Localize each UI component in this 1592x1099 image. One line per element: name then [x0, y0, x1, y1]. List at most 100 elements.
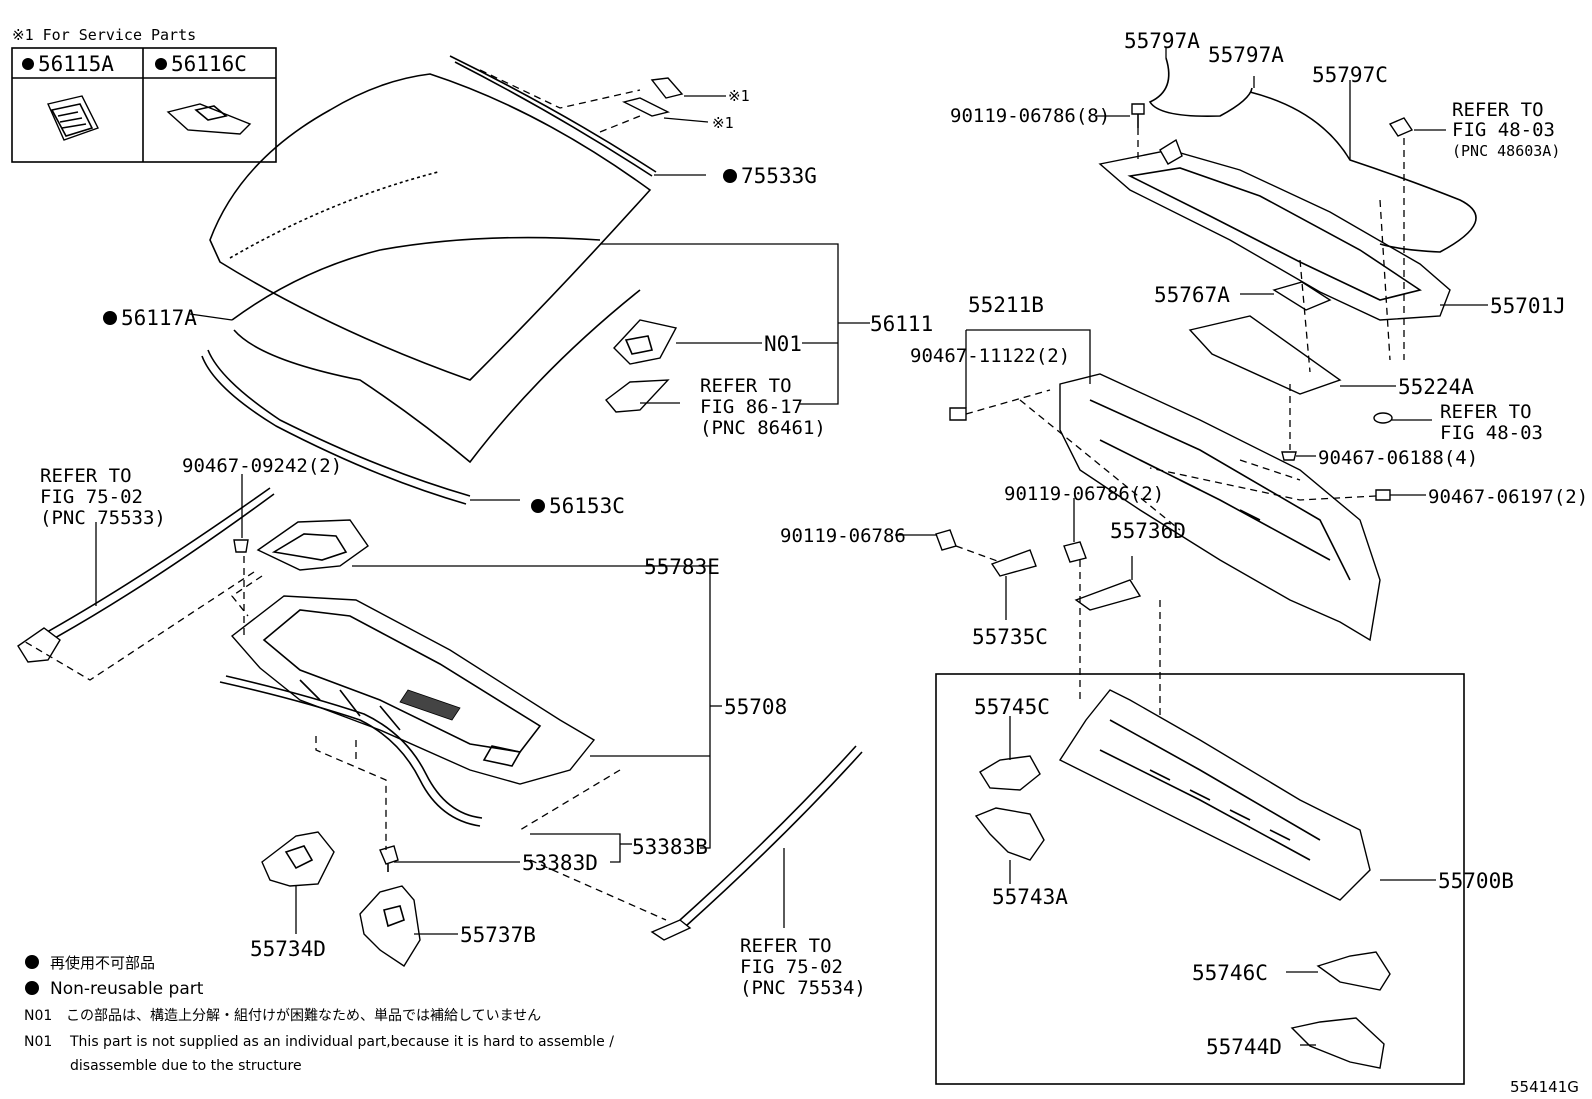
label-75533G[interactable]: 75533G [741, 164, 817, 188]
label-90467-11122[interactable]: 90467-11122(2) [910, 345, 1070, 367]
label-55744D[interactable]: 55744D [1206, 1035, 1282, 1059]
label-55745C[interactable]: 55745C [974, 695, 1050, 719]
refer-fig-75-02-75533[interactable]: REFER TO FIG 75-02 (PNC 75533) [40, 465, 166, 529]
service-part-1[interactable]: 56115A [38, 52, 114, 76]
clip-90467-06188-icon[interactable] [1281, 451, 1297, 461]
cowl-side-55783E[interactable] [256, 519, 369, 571]
bolt-90119-06786-2-icon[interactable] [1063, 541, 1087, 563]
label-55211B[interactable]: 55211B [968, 293, 1044, 317]
bracket-55743A[interactable] [974, 807, 1045, 861]
legend-n01-code-en: N01 [24, 1034, 52, 1050]
svg-text:FIG 75-02: FIG 75-02 [40, 486, 143, 508]
figure-id: 554141G [1510, 1078, 1579, 1096]
label-55735C[interactable]: 55735C [972, 625, 1048, 649]
bracket-55737B[interactable] [359, 885, 421, 967]
label-55797C[interactable]: 55797C [1312, 63, 1388, 87]
clip-90467-09242-icon[interactable] [233, 539, 249, 553]
label-53383B[interactable]: 53383B [632, 835, 708, 859]
bolt-90119-06786-icon[interactable] [1131, 103, 1145, 128]
cowl-panel-55701J[interactable] [1098, 138, 1451, 321]
label-90119-06786-2[interactable]: 90119-06786(2) [1004, 483, 1164, 505]
label-53383D[interactable]: 53383D [522, 851, 598, 875]
legend-en-symbol: Non-reusable part [50, 979, 204, 999]
panel-55224A[interactable] [1188, 315, 1342, 395]
molding-56153C[interactable] [201, 349, 471, 505]
part-labels: 75533G 56117A 56111 N01 56153C 90467-092… [103, 29, 1588, 1059]
bracket-55735C[interactable] [990, 549, 1037, 577]
label-55708[interactable]: 55708 [724, 695, 787, 719]
svg-text:FIG 48-03: FIG 48-03 [1452, 119, 1555, 141]
asterisk-mark-1: ※1 [728, 87, 750, 105]
svg-text:REFER TO: REFER TO [700, 375, 792, 397]
label-55743A[interactable]: 55743A [992, 885, 1068, 909]
dash-panel-55211B[interactable] [1059, 373, 1381, 642]
weatherstrip-56117A[interactable] [231, 236, 641, 464]
service-note: ※1 For Service Parts [12, 26, 196, 44]
leader-lines-right [895, 48, 1488, 620]
bracket-55746C[interactable] [1316, 951, 1391, 991]
label-55783E[interactable]: 55783E [644, 555, 720, 579]
label-55737B[interactable]: 55737B [460, 923, 536, 947]
leader-lines-windshield [189, 95, 870, 501]
clip-90467-06197-icon[interactable] [1375, 489, 1391, 501]
label-56111[interactable]: 56111 [870, 312, 933, 336]
label-90467-09242[interactable]: 90467-09242(2) [182, 455, 342, 477]
label-55701J[interactable]: 55701J [1490, 294, 1566, 318]
molding-75533G[interactable] [449, 55, 657, 177]
bracket-55745C[interactable] [979, 755, 1041, 791]
legend-n01-en-1: This part is not supplied as an individu… [69, 1034, 614, 1050]
label-90119-06786[interactable]: 90119-06786 [780, 525, 906, 547]
seal-53383B[interactable] [219, 675, 483, 827]
refer-fig-48-03[interactable]: REFER TO FIG 48-03 [1440, 401, 1543, 444]
refer-fig-75-02-75534[interactable]: REFER TO FIG 75-02 (PNC 75534) [740, 935, 866, 999]
spacer-56116C-icon [166, 103, 252, 135]
label-55700B[interactable]: 55700B [1438, 869, 1514, 893]
pad-55767A[interactable] [1272, 281, 1332, 311]
windshield-glass[interactable] [209, 73, 652, 381]
svg-text:(PNC 75533): (PNC 75533) [40, 507, 166, 529]
washer-ref-48-icon[interactable] [1373, 412, 1393, 424]
refer-fig-86-17[interactable]: REFER TO FIG 86-17 (PNC 86461) [700, 375, 826, 439]
label-55746C[interactable]: 55746C [1192, 961, 1268, 985]
label-55767A[interactable]: 55767A [1154, 283, 1230, 307]
bracket-N01[interactable] [604, 319, 678, 413]
label-56117A[interactable]: 56117A [121, 306, 197, 330]
cowl-assembly-55700B[interactable] [1058, 689, 1371, 901]
label-56153C[interactable]: 56153C [549, 494, 625, 518]
label-N01[interactable]: N01 [764, 332, 802, 356]
legend: 再使用不可部品 Non-reusable part N01 この部品は、構造上分… [24, 954, 614, 1074]
non-reusable-dot-icon [22, 58, 34, 70]
bolt-90119-06786-single-icon[interactable] [935, 529, 957, 551]
label-55736D[interactable]: 55736D [1110, 519, 1186, 543]
hose-55797[interactable] [1148, 57, 1477, 253]
svg-text:REFER TO: REFER TO [740, 935, 832, 957]
assembly-dashed-lines [479, 69, 641, 133]
clip-90467-11122-icon[interactable] [949, 407, 967, 421]
label-90119-06786-8[interactable]: 90119-06786(8) [950, 105, 1110, 127]
seal-ref-75534[interactable] [650, 745, 863, 941]
bracket-55736D[interactable] [1074, 579, 1142, 611]
refer-notes: REFER TO FIG 86-17 (PNC 86461) REFER TO … [40, 99, 1560, 999]
clip-53383D-icon[interactable] [379, 845, 399, 872]
svg-text:FIG 75-02: FIG 75-02 [740, 956, 843, 978]
clip-56115A-icon [47, 95, 99, 141]
svg-text:FIG 48-03: FIG 48-03 [1440, 422, 1543, 444]
label-90467-06197[interactable]: 90467-06197(2) [1428, 486, 1588, 508]
label-90467-06188[interactable]: 90467-06188(4) [1318, 447, 1478, 469]
legend-n01-jp: この部品は、構造上分解・組付けが困難なため、単品では補給していません [66, 1008, 541, 1024]
label-55797A-1[interactable]: 55797A [1124, 29, 1200, 53]
cowl-louver-55708[interactable] [230, 595, 596, 785]
bracket-55744D[interactable] [1290, 1017, 1385, 1069]
bracket-55734D[interactable] [261, 831, 335, 887]
label-55734D[interactable]: 55734D [250, 937, 326, 961]
seal-ref-75533[interactable] [17, 487, 275, 663]
legend-n01-code-jp: N01 [24, 1008, 52, 1024]
label-55797A-2[interactable]: 55797A [1208, 43, 1284, 67]
cowl-dashed-lines [21, 556, 667, 921]
refer-fig-48-03-48603A[interactable]: REFER TO FIG 48-03 (PNC 48603A) [1452, 99, 1560, 160]
svg-text:REFER TO: REFER TO [40, 465, 132, 487]
label-55224A[interactable]: 55224A [1398, 375, 1474, 399]
service-part-2[interactable]: 56116C [171, 52, 247, 76]
nut-ref-48603A-icon[interactable] [1388, 117, 1414, 137]
